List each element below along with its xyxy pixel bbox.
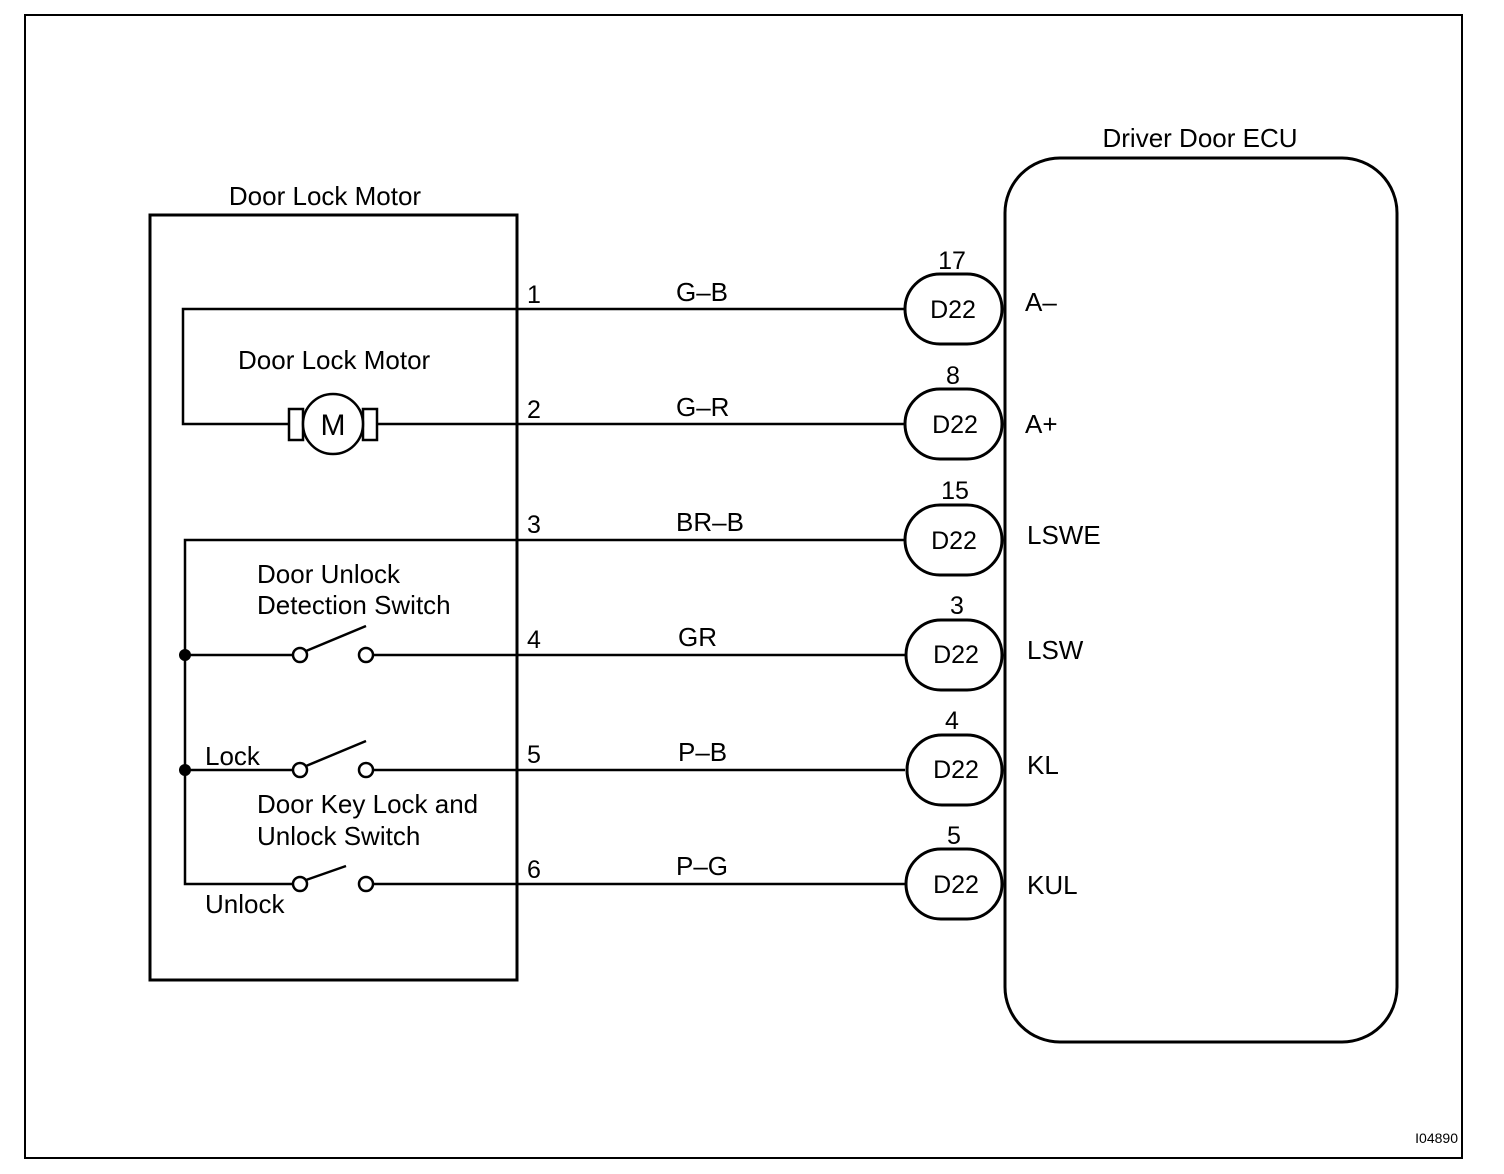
- driver-door-ecu-component: Driver Door ECU: [1003, 123, 1399, 1044]
- wire-row: 2 G–R 8 D22 A+: [377, 362, 1058, 461]
- motor-brush-right: [361, 407, 379, 442]
- wire-color-code: GR: [678, 622, 717, 652]
- door-lock-motor-component: Door Lock Motor M Door Lock Motor Door U…: [148, 181, 519, 982]
- motor-brush-left: [287, 407, 305, 442]
- motor-component-title: Door Lock Motor: [229, 181, 422, 211]
- unlock-detection-switch-label-line1: Door Unlock: [257, 559, 401, 589]
- ecu-terminal: A–: [1025, 287, 1057, 317]
- connector-name: D22: [933, 756, 979, 784]
- wire-color-code: P–G: [676, 851, 728, 881]
- switch-contact: [291, 646, 309, 664]
- motor-pin-number: 5: [527, 741, 541, 769]
- wire-row: 5 P–B 4 D22 KL: [373, 707, 1059, 807]
- connector-pin-number: 17: [938, 247, 966, 275]
- switch-lever: [305, 624, 367, 653]
- connector: [903, 272, 1004, 346]
- motor-component-box: [148, 213, 519, 982]
- wire-color-code: P–B: [678, 737, 727, 767]
- connector-name: D22: [930, 296, 976, 324]
- connector: [903, 503, 1004, 577]
- switch-contact: [357, 875, 375, 893]
- wire-color-code: G–R: [676, 392, 729, 422]
- motor-armature: [301, 392, 365, 456]
- door-key-unlock-switch: [291, 864, 375, 893]
- wire-color-code: BR–B: [676, 507, 744, 537]
- ecu-title: Driver Door ECU: [1102, 123, 1297, 153]
- connector: [904, 618, 1004, 692]
- wire-color-code: G–B: [676, 277, 728, 307]
- motor-pin-number: 4: [527, 626, 541, 654]
- connector-name: D22: [932, 411, 978, 439]
- motor-pin-number: 1: [527, 281, 541, 309]
- motor-symbol: M: [287, 392, 379, 456]
- lock-label: Lock: [205, 741, 261, 771]
- ecu-terminal: A+: [1025, 409, 1058, 439]
- ecu-terminal: KUL: [1027, 870, 1078, 900]
- figure-id: I04890: [1415, 1130, 1458, 1146]
- motor-loop-wire: [181, 307, 517, 426]
- outer-frame: [24, 14, 1463, 1159]
- switch-lever: [305, 739, 367, 768]
- ecu-box: [1003, 156, 1399, 1044]
- ecu-terminal: LSW: [1027, 635, 1084, 665]
- switch-lever: [305, 864, 347, 882]
- key-switch-label-line2: Unlock Switch: [257, 821, 420, 851]
- switch-contact: [291, 761, 309, 779]
- wire-row: 3 BR–B 15 D22 LSWE: [517, 477, 1101, 577]
- connector-pin-number: 8: [946, 362, 960, 390]
- unlock-detection-switch-label-line2: Detection Switch: [257, 590, 451, 620]
- connector: [905, 733, 1004, 807]
- switch-contact: [357, 761, 375, 779]
- motor-pin-number: 2: [527, 396, 541, 424]
- connector-pin-number: 3: [950, 592, 964, 620]
- switch-common-wire: [183, 538, 517, 886]
- wire-row: 6 P–G 5 D22 KUL: [373, 822, 1078, 921]
- motor-label: Door Lock Motor: [238, 345, 431, 375]
- ecu-terminal: LSWE: [1027, 520, 1101, 550]
- connector-pin-number: 4: [945, 707, 959, 735]
- motor-pin-number: 3: [527, 511, 541, 539]
- wire-row: 4 GR 3 D22 LSW: [373, 592, 1084, 692]
- connector-pin-number: 5: [947, 822, 961, 850]
- switch-contact: [357, 646, 375, 664]
- connector-pin-number: 15: [941, 477, 969, 505]
- connector-name: D22: [931, 527, 977, 555]
- motor-letter: M: [321, 409, 346, 442]
- ecu-terminal: KL: [1027, 750, 1059, 780]
- connector: [904, 847, 1004, 921]
- connector: [903, 387, 1004, 461]
- motor-pin-number: 6: [527, 856, 541, 884]
- unlock-label: Unlock: [205, 889, 285, 919]
- key-switch-label-line1: Door Key Lock and: [257, 789, 478, 819]
- door-unlock-detection-switch: [179, 624, 375, 664]
- connector-name: D22: [933, 871, 979, 899]
- connector-name: D22: [933, 641, 979, 669]
- door-key-lock-switch: [179, 739, 375, 779]
- wire-row: 1 G–B 17 D22 A–: [517, 247, 1057, 346]
- switch-contact: [291, 875, 309, 893]
